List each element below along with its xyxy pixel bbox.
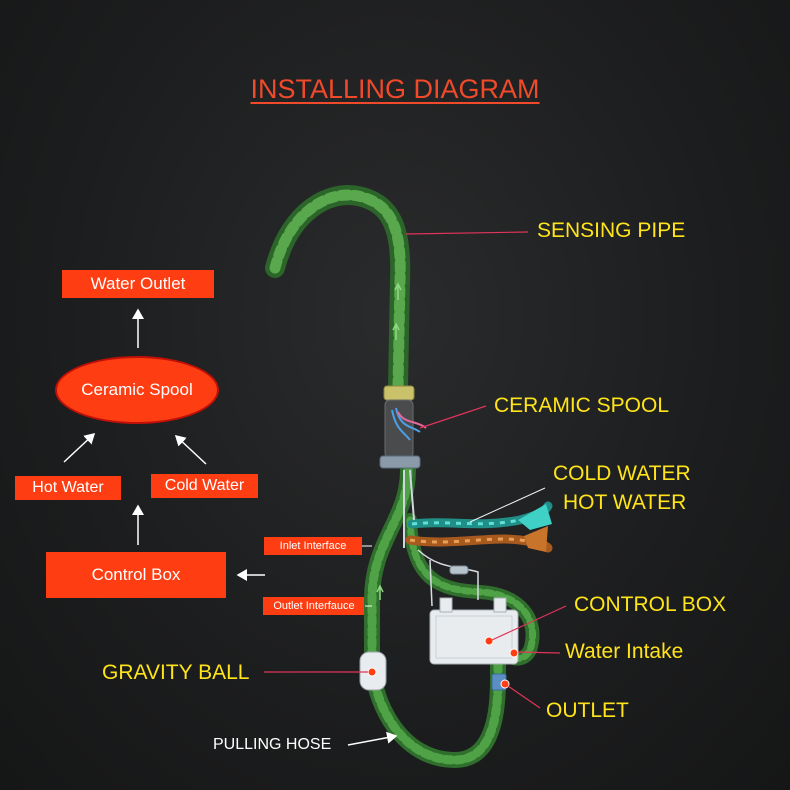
water-intake-marker (509, 648, 519, 658)
hot-water-box: Hot Water (15, 476, 121, 500)
hot-water-fitting (524, 526, 548, 552)
outlet-marker (500, 679, 510, 689)
leader-ceramic-spool (419, 405, 487, 429)
arrow-hot-to-spool (63, 432, 96, 463)
water-outlet-label: Water Outlet (90, 274, 186, 293)
leader-pulling-hose (347, 731, 398, 746)
inlet-interface-label: Inlet Interface (279, 540, 347, 552)
leader-water-intake (517, 651, 561, 654)
sensing-pipe-callout: SENSING PIPE (537, 219, 686, 242)
spool-base (379, 455, 421, 469)
diagram-title: INSTALLING DIAGRAM (250, 74, 540, 104)
outlet-callout: OUTLET (546, 699, 629, 722)
inlet-interface-box: Inlet Interface (264, 537, 362, 555)
control-box-box: Control Box (46, 552, 226, 598)
ceramic-spool-callout: CERAMIC SPOOL (494, 394, 670, 417)
water-outlet-box: Water Outlet (62, 270, 214, 298)
leader-cold-water (469, 487, 546, 523)
control-box-unit (429, 609, 519, 665)
cold-water-box: Cold Water (151, 474, 258, 498)
hot-water-label: Hot Water (32, 479, 104, 496)
arrow-cold-to-spool (174, 434, 207, 465)
control-box-callout: CONTROL BOX (574, 593, 727, 616)
ceramic-spool-label: Ceramic Spool (81, 380, 193, 399)
cold-water-callout: COLD WATER (553, 462, 691, 485)
spool-collar (383, 385, 415, 401)
cold-water-label: Cold Water (164, 477, 245, 494)
hot-water-callout: HOT WATER (563, 491, 687, 514)
control-box-label: Control Box (91, 565, 181, 584)
water-intake-callout: Water Intake (565, 640, 684, 663)
leader-control-box (491, 605, 567, 641)
outlet-interface-box: Outlet Interfauce (263, 597, 365, 615)
gravity-ball-callout: GRAVITY BALL (102, 661, 250, 684)
gravity-ball-marker (367, 667, 377, 677)
leader-sensing-pipe (405, 231, 529, 235)
ceramic-spool-ellipse: Ceramic Spool (55, 356, 219, 424)
control-box-marker (484, 636, 494, 646)
pulling-hose-callout: PULLING HOSE (213, 736, 332, 753)
cold-water-fitting (518, 504, 552, 530)
outlet-interface-label: Outlet Interfauce (273, 600, 355, 612)
leader-outlet (507, 685, 541, 709)
